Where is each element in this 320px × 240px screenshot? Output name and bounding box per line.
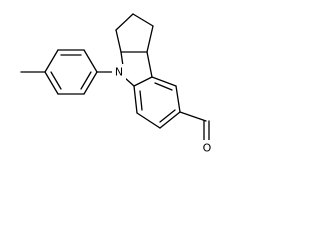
nitrogen-atom-label: N [115,66,123,79]
indoline-ring [120,51,153,87]
chemical-structure-diagram: N O [20,13,214,156]
bond [133,85,138,114]
bond [115,29,122,53]
aldehyde-bond [179,111,207,122]
bond [132,13,154,27]
bond [159,111,181,129]
bond [44,49,59,73]
bond [44,71,59,95]
cyclopentane-ring [115,13,154,53]
double-bond-inner [80,71,92,90]
oxygen-atom-label: O [203,142,212,155]
bond [136,112,161,129]
bond [115,13,134,31]
double-bond-inner [159,109,176,123]
double-bond-inner [50,71,62,90]
bond [133,76,153,87]
bond [124,77,135,87]
bond [83,71,98,95]
bond [83,49,98,73]
bond [146,25,154,53]
tolyl-ring [44,49,98,95]
benzo-ring [133,76,181,129]
bond [175,85,181,113]
bond [146,51,153,78]
double-bond-inner [139,90,143,111]
bond [120,51,124,67]
bond [151,76,177,87]
nitrogen-label-bg [112,64,126,80]
double-bond-inner [154,82,173,91]
oxygen-label-bg [200,140,214,156]
